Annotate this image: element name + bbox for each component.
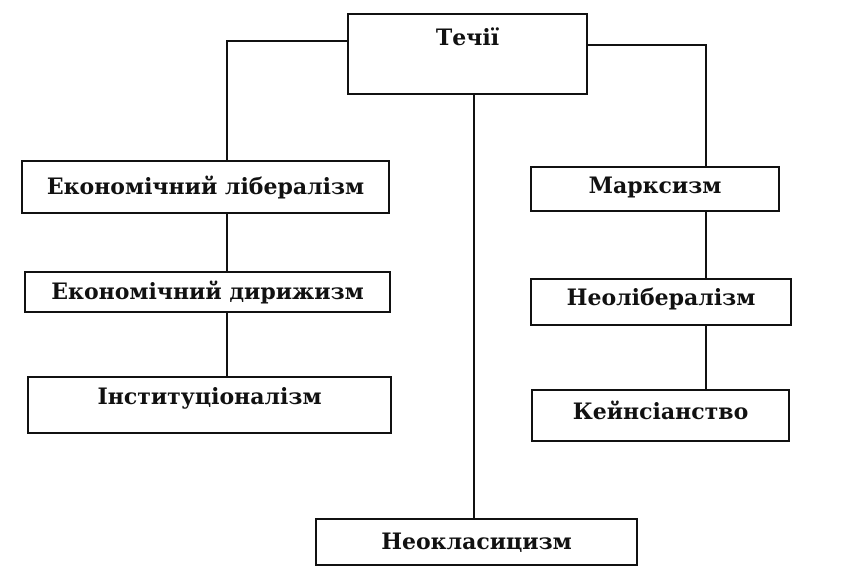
connector-root-right bbox=[588, 44, 707, 166]
node-label: Марксизм bbox=[588, 173, 722, 199]
node-institutionalism: Інституціоналізм bbox=[27, 376, 392, 434]
node-label: Неокласицизм bbox=[381, 529, 572, 555]
node-label: Економічний дирижизм bbox=[51, 279, 364, 305]
node-label: Кейнсіанство bbox=[572, 399, 749, 425]
node-marxism: Марксизм bbox=[530, 166, 780, 212]
node-neoliberalism: Неолібералізм bbox=[530, 278, 792, 326]
node-economic-liberalism: Економічний лібералізм bbox=[21, 160, 390, 214]
node-keynesianism: Кейнсіанство bbox=[531, 389, 790, 442]
node-neoclassicism: Неокласицизм bbox=[315, 518, 638, 566]
node-label: Інституціоналізм bbox=[97, 384, 322, 410]
node-economic-dirigisme: Економічний дирижизм bbox=[24, 271, 391, 313]
node-label: Економічний лібералізм bbox=[46, 174, 365, 200]
root-node-label: Течії bbox=[435, 25, 500, 51]
connector-root-left bbox=[226, 40, 347, 160]
node-label: Неолібералізм bbox=[566, 285, 756, 311]
root-node-currents: Течії bbox=[347, 13, 588, 95]
